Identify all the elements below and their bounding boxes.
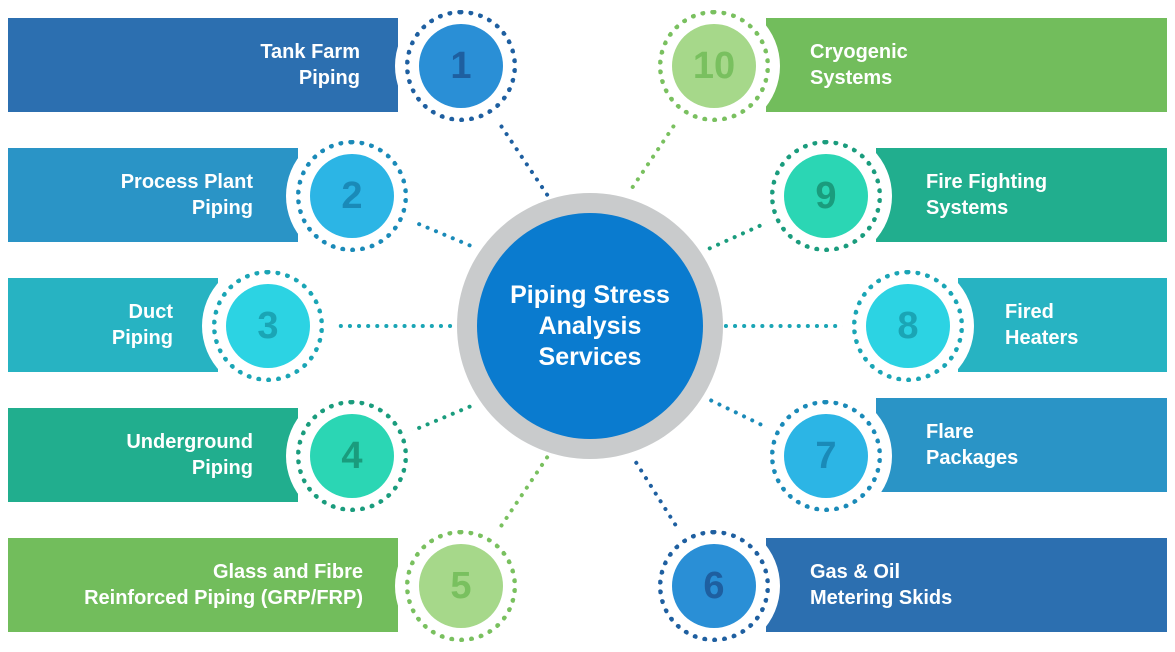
service-number-3: 3 bbox=[226, 284, 310, 368]
service-number-1: 1 bbox=[419, 24, 503, 108]
service-label-9: Fire Fighting Systems bbox=[926, 171, 1048, 219]
hub-dotted-ring-8 bbox=[852, 270, 964, 382]
hub-dotted-ring-1 bbox=[405, 10, 517, 122]
service-number-10: 10 bbox=[672, 24, 756, 108]
service-label-1: Tank Farm Piping bbox=[260, 41, 360, 89]
hub-dotted-ring-5 bbox=[405, 530, 517, 642]
connector-7 bbox=[704, 396, 828, 458]
hub-dotted-ring-2 bbox=[296, 140, 408, 252]
hub-dotted-ring-3 bbox=[212, 270, 324, 382]
service-label-8: Fired Heaters bbox=[1005, 301, 1079, 349]
service-label-6: Gas & Oil Metering Skids bbox=[810, 561, 953, 609]
service-banner-4: Underground Piping bbox=[8, 408, 298, 502]
center-hub-title: Piping Stress Analysis Services bbox=[477, 213, 703, 439]
service-label-10: Cryogenic Systems bbox=[810, 41, 908, 89]
service-number-6: 6 bbox=[672, 544, 756, 628]
service-banner-9: Fire Fighting Systems bbox=[876, 148, 1167, 242]
service-number-4: 4 bbox=[310, 414, 394, 498]
service-banner-7: Flare Packages bbox=[876, 398, 1167, 492]
service-label-7: Flare Packages bbox=[926, 421, 1019, 469]
service-label-3: Duct Piping bbox=[111, 301, 173, 349]
service-label-4: Underground Piping bbox=[126, 431, 253, 479]
service-banner-10: Cryogenic Systems bbox=[766, 18, 1167, 112]
service-banner-6: Gas & Oil Metering Skids bbox=[766, 538, 1167, 632]
service-banner-2: Process Plant Piping bbox=[8, 148, 298, 242]
service-banner-5: Glass and Fibre Reinforced Piping (GRP/F… bbox=[8, 538, 398, 632]
service-number-8: 8 bbox=[866, 284, 950, 368]
service-banner-1: Tank Farm Piping bbox=[8, 18, 398, 112]
service-number-2: 2 bbox=[310, 154, 394, 238]
service-banner-3: Duct Piping bbox=[8, 278, 218, 372]
service-number-7: 7 bbox=[784, 414, 868, 498]
hub-dotted-ring-4 bbox=[296, 400, 408, 512]
hub-dotted-ring-6 bbox=[658, 530, 770, 642]
service-label-2: Process Plant Piping bbox=[120, 171, 253, 219]
hub-dotted-ring-9 bbox=[770, 140, 882, 252]
hub-dotted-ring-7 bbox=[770, 400, 882, 512]
service-label-5: Glass and Fibre Reinforced Piping (GRP/F… bbox=[84, 561, 363, 609]
hub-dotted-ring-10 bbox=[658, 10, 770, 122]
service-banner-8: Fired Heaters bbox=[958, 278, 1167, 372]
service-number-9: 9 bbox=[784, 154, 868, 238]
service-number-5: 5 bbox=[419, 544, 503, 628]
